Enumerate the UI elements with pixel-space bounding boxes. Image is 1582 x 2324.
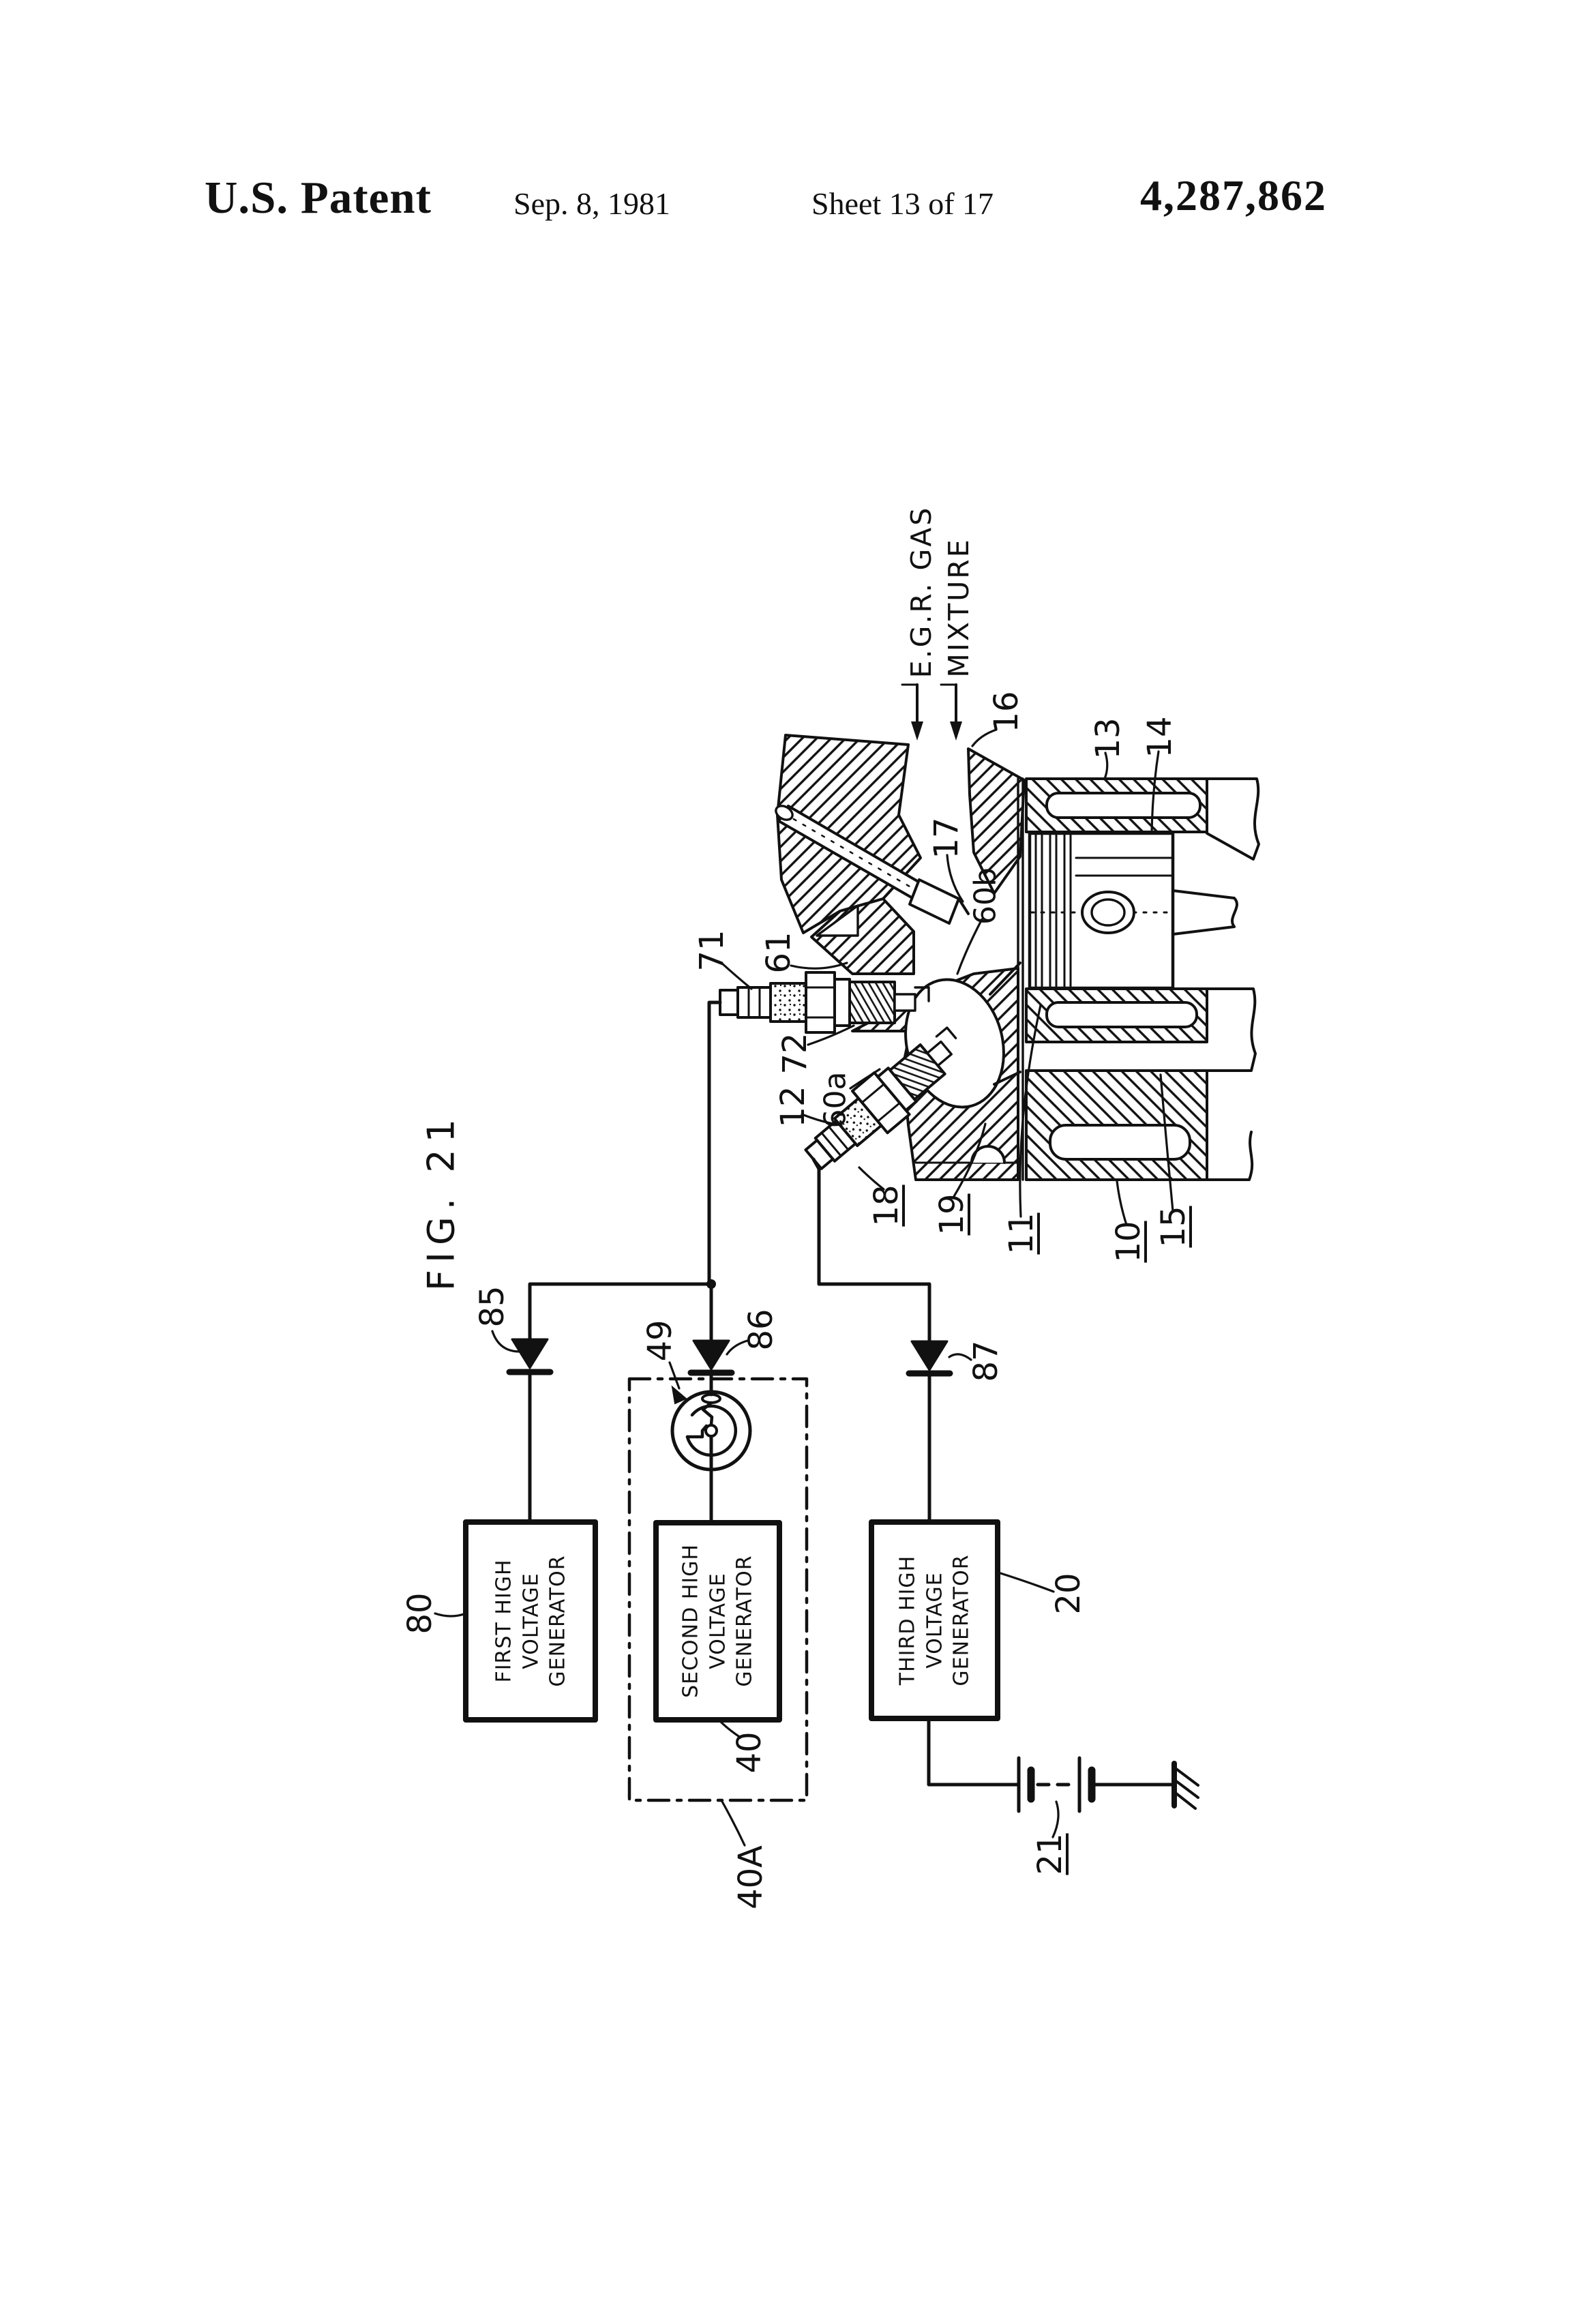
ref-label-61: 61 bbox=[760, 932, 798, 974]
wrist-pin-inner bbox=[1090, 898, 1126, 927]
ref-label-60a: 60a bbox=[818, 1071, 853, 1129]
ref-label-85: 85 bbox=[473, 1285, 511, 1328]
generator-box-third bbox=[869, 1519, 1000, 1721]
patent-header-number: 4,287,862 bbox=[1140, 171, 1327, 220]
ref-label-13: 13 bbox=[1089, 717, 1127, 760]
spark-plug-71 bbox=[719, 971, 930, 1034]
ref-label-14: 14 bbox=[1141, 716, 1179, 758]
ref-label-72: 72 bbox=[776, 1032, 814, 1075]
ref-label-19: 19 bbox=[933, 1193, 971, 1236]
intake-valve-head bbox=[908, 878, 960, 925]
egr-gas-label: E.G.R. GAS bbox=[905, 505, 938, 679]
generator-box-first bbox=[463, 1519, 598, 1723]
figure-caption: FIG. 21 bbox=[419, 1112, 463, 1291]
cylinder-head-right bbox=[967, 747, 1026, 895]
generator-third-text: THIRD HIGH VOLTAGE GENERATOR bbox=[895, 1554, 974, 1686]
ref-label-10: 10 bbox=[1109, 1221, 1148, 1263]
dashed-box-40A bbox=[627, 1377, 809, 1802]
diode-85 bbox=[506, 1338, 554, 1375]
wire-junction-dot bbox=[706, 1279, 716, 1289]
ignition-circuit bbox=[463, 1000, 1199, 1813]
ref-label-12: 12 bbox=[774, 1086, 812, 1128]
ref-label-21: 21 bbox=[1031, 1833, 1069, 1875]
diode-86 bbox=[687, 1339, 735, 1376]
valve-guide-end bbox=[775, 805, 794, 821]
egr-flow-arrows bbox=[901, 683, 962, 741]
ref-label-11: 11 bbox=[1002, 1212, 1041, 1255]
generator-box-second bbox=[653, 1520, 782, 1723]
ref-label-80: 80 bbox=[401, 1592, 439, 1635]
patent-header-title: U.S. Patent bbox=[205, 173, 432, 223]
wire-plug18-to-diode87 bbox=[811, 1157, 931, 1343]
mixture-label: MIXTURE bbox=[942, 537, 975, 678]
battery-symbol bbox=[1017, 1756, 1176, 1813]
wire-junction-to-diode85 bbox=[528, 1282, 713, 1340]
ref-label-40: 40 bbox=[730, 1731, 768, 1774]
transfer-dome bbox=[970, 1145, 1006, 1164]
ref-label-71: 71 bbox=[693, 929, 731, 972]
ref-label-60b: 60b bbox=[968, 867, 1003, 925]
ref-label-87: 87 bbox=[967, 1340, 1005, 1382]
ref-label-16: 16 bbox=[987, 691, 1026, 733]
generator-second-text: SECOND HIGH VOLTAGE GENERATOR bbox=[678, 1544, 757, 1698]
distributor-symbol bbox=[670, 1390, 752, 1472]
ref-label-49: 49 bbox=[641, 1320, 679, 1362]
ref-label-40A: 40A bbox=[732, 1845, 770, 1909]
ref-label-86: 86 bbox=[742, 1309, 780, 1351]
ref-label-15: 15 bbox=[1154, 1206, 1193, 1248]
ground-symbol bbox=[1171, 1761, 1199, 1810]
plug-boss bbox=[810, 897, 915, 975]
connecting-rod bbox=[1171, 889, 1238, 936]
patent-header-sheet: Sheet 13 of 17 bbox=[811, 186, 994, 221]
leader-lines bbox=[434, 728, 1174, 1847]
ref-label-18: 18 bbox=[867, 1185, 906, 1227]
wire-plug71-to-junction bbox=[707, 1000, 722, 1286]
patent-header-date: Sep. 8, 1981 bbox=[513, 186, 670, 221]
piston bbox=[1028, 831, 1175, 990]
ref-label-17: 17 bbox=[927, 817, 966, 859]
wire-generator3-to-battery bbox=[927, 1716, 1021, 1787]
diode-87 bbox=[906, 1340, 953, 1377]
engine-cross-section bbox=[719, 683, 1260, 1181]
spark-plug-18 bbox=[804, 1026, 957, 1170]
ref-label-20: 20 bbox=[1049, 1573, 1088, 1615]
boss-notch bbox=[816, 904, 859, 937]
generator-first-text: FIRST HIGH VOLTAGE GENERATOR bbox=[492, 1555, 570, 1687]
